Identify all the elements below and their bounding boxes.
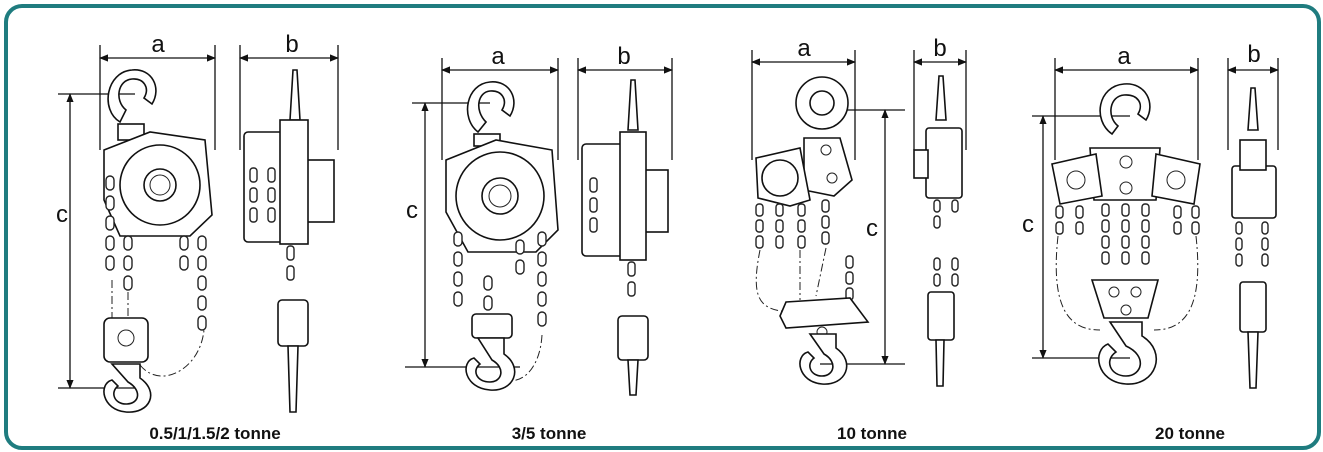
dim-b-label: b — [933, 35, 946, 62]
dim-a-label: a — [151, 31, 165, 58]
hoist-10t-front-view: a c — [751, 35, 905, 385]
caption-variant-1: 0.5/1/1.5/2 tonne — [149, 424, 281, 443]
hoist-small-front-view: a c — [56, 31, 216, 413]
dim-a-label: a — [797, 35, 811, 62]
dim-a-label: a — [1117, 43, 1131, 70]
hoist-20t-side-view: b — [1227, 41, 1279, 389]
hoist-medium-side-view: b — [577, 43, 673, 396]
caption-variant-2: 3/5 tonne — [511, 424, 587, 443]
dim-b-label: b — [285, 31, 298, 58]
caption-variant-3: 10 tonne — [837, 424, 907, 443]
dim-c-label: c — [406, 197, 418, 224]
caption-variant-4: 20 tonne — [1155, 424, 1225, 443]
dim-b-label: b — [1247, 41, 1260, 68]
hoist-10t-side-view: b — [913, 35, 967, 387]
dim-c-label: c — [866, 215, 878, 242]
dim-b-label: b — [617, 43, 630, 70]
dim-c-label: c — [56, 201, 68, 228]
dim-a-label: a — [491, 43, 505, 70]
dim-c-label: c — [1022, 211, 1034, 238]
hoist-small-side-view: b — [239, 31, 339, 413]
hoist-20t-front-view: a c — [1022, 43, 1201, 385]
hoist-medium-front-view: a c — [405, 43, 559, 391]
